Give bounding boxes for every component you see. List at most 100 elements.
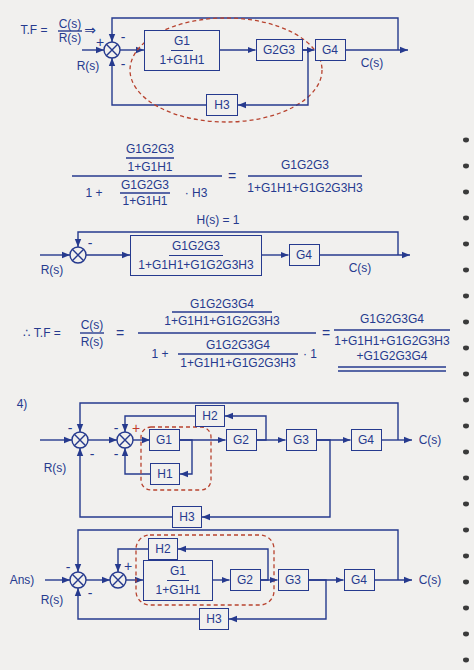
expression-text: +G1G2G3G4	[356, 349, 427, 363]
operator-sign: -	[114, 420, 119, 436]
output-wire	[380, 439, 412, 440]
signal-wire	[126, 579, 143, 580]
fraction-bar	[172, 311, 272, 312]
expression-text: T.F =	[20, 23, 47, 37]
expression-text: 1 +	[85, 186, 102, 200]
fraction-bar	[80, 332, 104, 333]
junction-circle	[70, 572, 86, 588]
junction-circle	[117, 432, 133, 448]
expression-text: G1G2G3	[126, 142, 174, 156]
expression-text: H(s) = 1	[196, 213, 239, 227]
fraction-bar	[334, 329, 450, 330]
expression-text: 1+G1H1+G1G2G3H3	[180, 356, 295, 370]
spiral-hole	[463, 580, 469, 585]
expression-text: R(s)	[41, 263, 64, 277]
summing-junction	[117, 432, 133, 448]
answer-underline	[338, 367, 446, 371]
block-text: G4	[358, 433, 374, 447]
reduction-loop	[136, 535, 274, 605]
summing-junction	[70, 247, 86, 263]
block-text: G1	[171, 34, 193, 51]
fraction-bar	[178, 353, 298, 354]
expression-text: R(s)	[44, 461, 67, 475]
operator-sign: +	[124, 558, 132, 574]
block-text: H2	[155, 542, 170, 556]
gain-block: H3	[199, 608, 229, 630]
operator-sign: -	[88, 585, 93, 601]
signal-arrow	[213, 579, 230, 580]
operator-sign: -	[68, 420, 73, 436]
block-denominator: 1+G1H1	[155, 583, 200, 597]
spiral-hole	[463, 164, 469, 169]
summing-junction	[104, 42, 120, 58]
spiral-hole	[463, 242, 469, 247]
block-denominator: 1+G1H1	[159, 53, 204, 67]
expression-text: 1+G1H1+G1G2G3H3	[247, 181, 362, 195]
block-text: H1	[157, 467, 172, 481]
summing-junction	[110, 572, 126, 588]
operator-sign: -	[88, 235, 93, 251]
operator-sign: +	[132, 420, 140, 436]
signal-wire	[120, 49, 144, 50]
gain-block: G4	[289, 244, 320, 266]
gain-block: G1	[149, 429, 180, 451]
signal-arrow	[262, 254, 289, 255]
operator-sign: =	[322, 325, 330, 341]
block-text: G2	[237, 573, 253, 587]
block-text: H3	[214, 98, 229, 112]
expression-text: ∴ T.F =	[23, 326, 61, 340]
expression-text: C(s)	[81, 318, 104, 332]
signal-wire	[86, 579, 110, 580]
expression-text: 1+G1H1+G1G2G3H3	[164, 314, 279, 328]
spiral-hole	[463, 320, 469, 325]
spiral-binding	[463, 138, 469, 663]
spiral-hole	[463, 502, 469, 507]
operator-sign: -	[114, 446, 119, 462]
gain-block: G2	[230, 569, 261, 591]
spiral-hole	[463, 632, 469, 637]
spiral-hole	[463, 138, 469, 143]
block-text: G4	[296, 248, 312, 262]
block-text: H3	[206, 612, 221, 626]
gain-block: H1	[150, 463, 180, 485]
expression-text: 1+G1H1	[122, 194, 167, 208]
gain-block: G2G3	[256, 39, 303, 61]
junction-circle	[70, 247, 86, 263]
gain-block: G4	[351, 429, 382, 451]
junction-circle	[72, 432, 88, 448]
expression-text: 1+G1H1+G1G2G3H3	[334, 334, 449, 348]
fraction-bar	[248, 175, 362, 176]
summing-junction	[70, 572, 86, 588]
reduction-loop	[130, 18, 322, 122]
expression-text: C(s)	[349, 261, 372, 275]
expression-text: 1+G1H1	[127, 160, 172, 174]
expression-text: G1G2G3G4	[206, 338, 270, 352]
operator-sign: -	[121, 56, 126, 72]
expression-text: C(s)	[419, 573, 442, 587]
input-wire	[40, 439, 72, 440]
operator-sign: -	[121, 29, 126, 45]
junction-cross	[106, 44, 117, 55]
junction-circle	[104, 42, 120, 58]
expression-text: · H3	[185, 186, 208, 200]
output-wire	[318, 254, 410, 255]
spiral-hole	[463, 216, 469, 221]
expression-text: 4)	[17, 397, 28, 411]
gain-block: G4	[315, 39, 346, 61]
spiral-hole	[463, 294, 469, 299]
gain-block: H2	[148, 538, 178, 560]
block-text: G4	[322, 43, 338, 57]
block-text: G3	[285, 573, 301, 587]
block-text: G3	[293, 433, 309, 447]
expression-text: Ans)	[10, 573, 35, 587]
expression-text: R(s)	[41, 593, 64, 607]
block-denominator: 1+G1H1+G1G2G3H3	[138, 258, 253, 272]
block-text: H3	[179, 510, 194, 524]
signal-arrow	[261, 579, 278, 580]
block-text: G1	[156, 433, 172, 447]
gain-block: G3	[286, 429, 317, 451]
operator-sign: ⇒	[84, 22, 96, 38]
operator-sign: =	[228, 168, 236, 184]
spiral-hole	[463, 450, 469, 455]
